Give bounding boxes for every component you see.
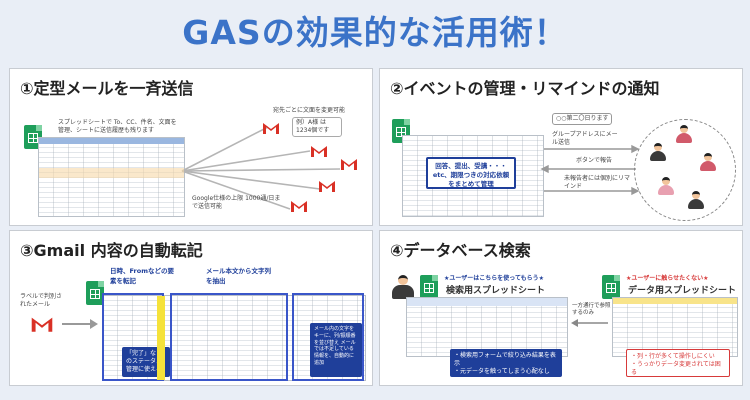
panel-event-reminder: ②イベントの管理・リマインドの通知 回答、提出、受講・・・etc、期限つきの対応… [379, 68, 743, 226]
note-send-limit: Google仕様の上限 1000通/日まで送信可能 [192, 195, 281, 211]
benefit-2: ・元データを触ってしまう心配なし [454, 368, 550, 376]
panel-title: ④データベース検索 [390, 241, 531, 260]
tag-user-side: ★ユーザーはこちらを使ってもらう★ [444, 275, 545, 282]
gmail-icon [262, 121, 280, 135]
data-sheet-preview [612, 297, 738, 357]
search-sheet-preview [406, 297, 568, 357]
person-icon [676, 125, 692, 143]
panel-bulk-mail: ①定型メールを一斉送信 スプレッドシートで To、CC、件名、文面を管理、シート… [9, 68, 373, 226]
gmail-icon [310, 144, 328, 158]
fan-out-arrows [181, 126, 341, 210]
search-sheet-title: 検索用スプレッドシート [446, 286, 546, 296]
panel-title: ②イベントの管理・リマインドの通知 [390, 79, 660, 98]
bubble-note: ○○第二〇日ります [552, 113, 613, 126]
data-concerns: ・列・行が多くて操作しにくい ・うっかりデータ変更されては困る [626, 349, 730, 377]
search-benefits: ・検索用フォームで絞り込み結果を表示 ・元データを触ってしまう心配なし [450, 349, 562, 377]
arrow-right [62, 319, 98, 329]
note-button-report: ボタンで報告 [576, 157, 613, 164]
panel-title: ③Gmail 内容の自動転記 [20, 241, 203, 260]
example-bubble: 例）A様 は 1234個です [292, 117, 342, 138]
person-icon [650, 143, 666, 161]
concern-2: ・うっかりデータ変更されては困る [631, 361, 721, 377]
panel-title: ①定型メールを一斉送信 [20, 79, 194, 98]
highlight-extra-columns [292, 293, 364, 381]
user-icon [392, 275, 414, 299]
tag-restricted: ★ユーザーに触らせたくない★ [626, 275, 709, 282]
gmail-icon [340, 157, 358, 171]
data-sheet-title: データ用スプレッドシート [628, 286, 737, 296]
heading-body-extract: メール本文から文字列を抽出 [206, 267, 271, 285]
heading-element-transfer: 日時、Fromなどの要素を転記 [110, 267, 174, 285]
benefit-1: ・検索用フォームで絞り込み結果を表示 [454, 352, 556, 368]
person-icon [658, 177, 674, 195]
spreadsheet-preview [38, 137, 185, 217]
event-summary-box: 回答、提出、受講・・・etc、期限つきの対応依頼をまとめて管理 [426, 157, 516, 189]
one-way-note: 一方通行で参照するのみ [572, 303, 611, 317]
person-icon [688, 191, 704, 209]
gmail-icon [30, 315, 54, 333]
page-title: GASの効果的な活用術！ [182, 13, 568, 52]
note-variable-text: 宛先ごとに文面を変更可能 [273, 107, 346, 114]
spreadsheet-icon [420, 275, 438, 299]
concern-1: ・列・行が多くて操作しにくい [631, 353, 715, 360]
person-icon [700, 153, 716, 171]
gmail-icon [290, 199, 308, 213]
members-circle [634, 119, 736, 221]
panel-database-search: ④データベース検索 ★ユーザーはこちらを使ってもらう★ 検索用スプレッドシート … [379, 230, 743, 386]
spreadsheet-icon [602, 275, 620, 299]
arrow-left [571, 319, 608, 327]
note-remind: 未報告者には個別にリマインド [564, 175, 631, 191]
label-filtered-mail: ラベルで判別されたメール [20, 293, 63, 309]
sheet-description: スプレッドシートで To、CC、件名、文面を管理、シートに送信履歴も残ります [58, 119, 177, 135]
spreadsheet-icon [86, 281, 104, 305]
highlight-body-columns [170, 293, 288, 381]
gmail-icon [318, 179, 336, 193]
auto-append-note: メール内の文字をキーに、列/振順番を並び替え メールでは不足している情報を、自動… [310, 323, 362, 377]
arrows [540, 144, 640, 196]
spreadsheet-icon [24, 125, 42, 149]
note-group-mail: グループアドレスにメール送信 [552, 131, 618, 147]
panel-gmail-transcribe: ③Gmail 内容の自動転記 ラベルで判別されたメール 日時、Fromなどの要素… [9, 230, 373, 386]
